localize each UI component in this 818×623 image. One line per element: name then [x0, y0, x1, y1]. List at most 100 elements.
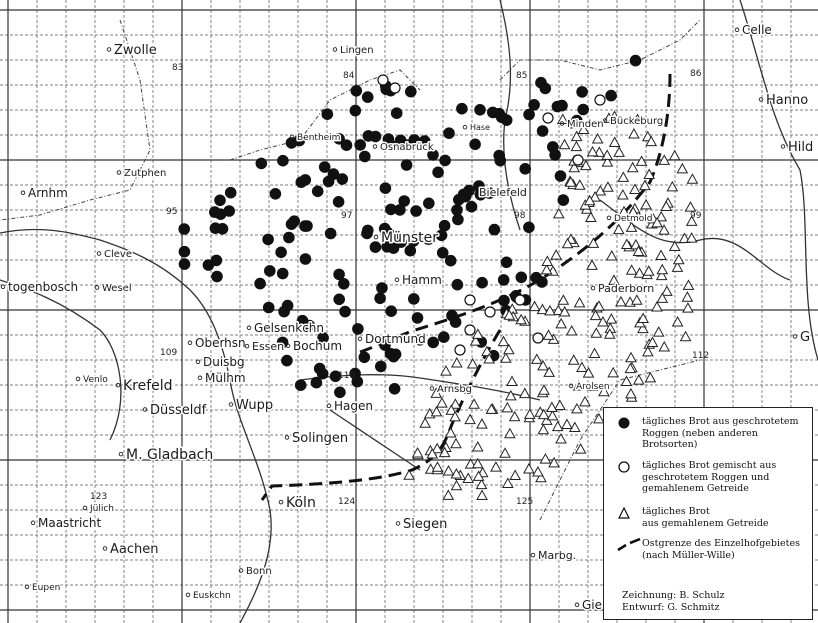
ground-grain-triangle [426, 448, 439, 459]
ground-grain-triangle [570, 140, 583, 152]
rye-dot [329, 370, 342, 383]
ground-grain-triangle [625, 351, 637, 363]
ground-grain-triangle [686, 173, 699, 184]
ground-grain-triangle [666, 180, 679, 192]
rye-dot [476, 276, 488, 289]
svg-text:Köln: Köln [286, 495, 316, 511]
rye-dot [451, 278, 464, 291]
ground-grain-triangle [555, 317, 568, 329]
legend-line: tägliches Brot [642, 506, 710, 517]
ground-grain-triangle [679, 330, 692, 342]
town-marker [20, 190, 26, 196]
city-name: Solingen [292, 431, 348, 446]
ground-grain-triangle [602, 181, 614, 192]
svg-text:Euskchn: Euskchn [193, 591, 231, 601]
ground-grain-triangle [571, 402, 583, 414]
square-number-label: 85 [516, 71, 527, 81]
ground-grain-triangle [658, 154, 671, 165]
ground-grain-triangle [570, 130, 583, 142]
rye-dot [498, 294, 510, 307]
city-name: Köln [286, 495, 316, 511]
city-name: Essen [252, 340, 284, 353]
mixed-circle [594, 94, 606, 106]
ground-grain-triangle [538, 384, 550, 395]
town-marker [244, 343, 250, 349]
mixed-circle [532, 332, 544, 344]
svg-text:Lingen: Lingen [340, 45, 374, 56]
city-name: Mülhm [205, 371, 246, 385]
rye-dot [294, 379, 307, 392]
town-marker [185, 592, 191, 598]
rye-dot [385, 305, 398, 318]
rye-dot [316, 367, 329, 380]
ground-grain-triangle [490, 461, 502, 472]
rye-dot [473, 180, 485, 192]
svg-text:Mülhm: Mülhm [205, 371, 246, 385]
ground-grain-triangle [554, 399, 566, 410]
city-name: Bentheim [297, 133, 340, 143]
ground-grain-triangle [450, 437, 462, 449]
square-number-label: 98 [514, 211, 526, 221]
rye-dot [350, 85, 363, 97]
city-name: Cleve [104, 249, 132, 260]
legend-line: Brotsorten) [642, 439, 698, 450]
rye-dot [389, 348, 402, 361]
svg-text:Hanno: Hanno [766, 93, 808, 108]
rye-dot [299, 253, 312, 265]
town-marker [238, 568, 244, 573]
svg-text:Arnhm: Arnhm [28, 186, 68, 200]
ground-grain-triangle [469, 335, 482, 346]
town-marker [106, 47, 112, 52]
ground-grain-triangle [568, 421, 581, 432]
ground-grain-triangle [624, 362, 637, 374]
ground-grain-triangle [589, 309, 602, 321]
rye-dot [283, 231, 295, 244]
ground-grain-triangle [655, 210, 668, 222]
city-name: Maastricht [38, 516, 101, 530]
ground-grain-triangle [509, 469, 522, 481]
square-number-label: 97 [341, 211, 352, 221]
ground-grain-triangle [603, 328, 616, 339]
ground-grain-triangle [535, 471, 547, 483]
svg-text:Aachen: Aachen [110, 542, 158, 557]
rye-dot [369, 241, 382, 253]
ground-grain-triangle [645, 135, 658, 147]
rye-dot [327, 168, 340, 180]
town-marker [758, 97, 764, 102]
svg-text:Hild: Hild [788, 140, 813, 155]
dot-symbol-icon [618, 417, 630, 429]
rye-dot [388, 383, 401, 395]
rye-dot [369, 130, 382, 143]
square-number-label: 110 [338, 371, 355, 381]
rye-dot [334, 386, 346, 399]
city-name: Bonn [246, 566, 272, 577]
ground-grain-triangle [499, 352, 512, 363]
ground-grain-triangle [539, 453, 552, 464]
legend-text: Ostgrenze des Einzelhofgebietes(nach Mül… [642, 538, 808, 561]
ground-grain-triangle [656, 263, 669, 275]
rye-dot [605, 89, 617, 102]
svg-text:Zwolle: Zwolle [114, 43, 157, 58]
rye-dot [317, 332, 329, 344]
ground-grain-triangle [502, 343, 515, 355]
town-marker [530, 552, 536, 558]
legend-line: tägliches Brot gemischt aus [642, 460, 777, 471]
ground-grain-triangle [588, 347, 601, 358]
rye-dot [382, 133, 395, 145]
svg-text:Celle: Celle [742, 23, 772, 37]
ground-grain-triangle [639, 179, 651, 191]
ground-grain-triangle [540, 263, 553, 275]
svg-text:Detmold: Detmold [614, 214, 652, 224]
legend-line: aus gemahlenem Getreide [642, 517, 769, 529]
ground-grain-triangle [668, 240, 681, 251]
ground-grain-triangle [499, 447, 511, 458]
